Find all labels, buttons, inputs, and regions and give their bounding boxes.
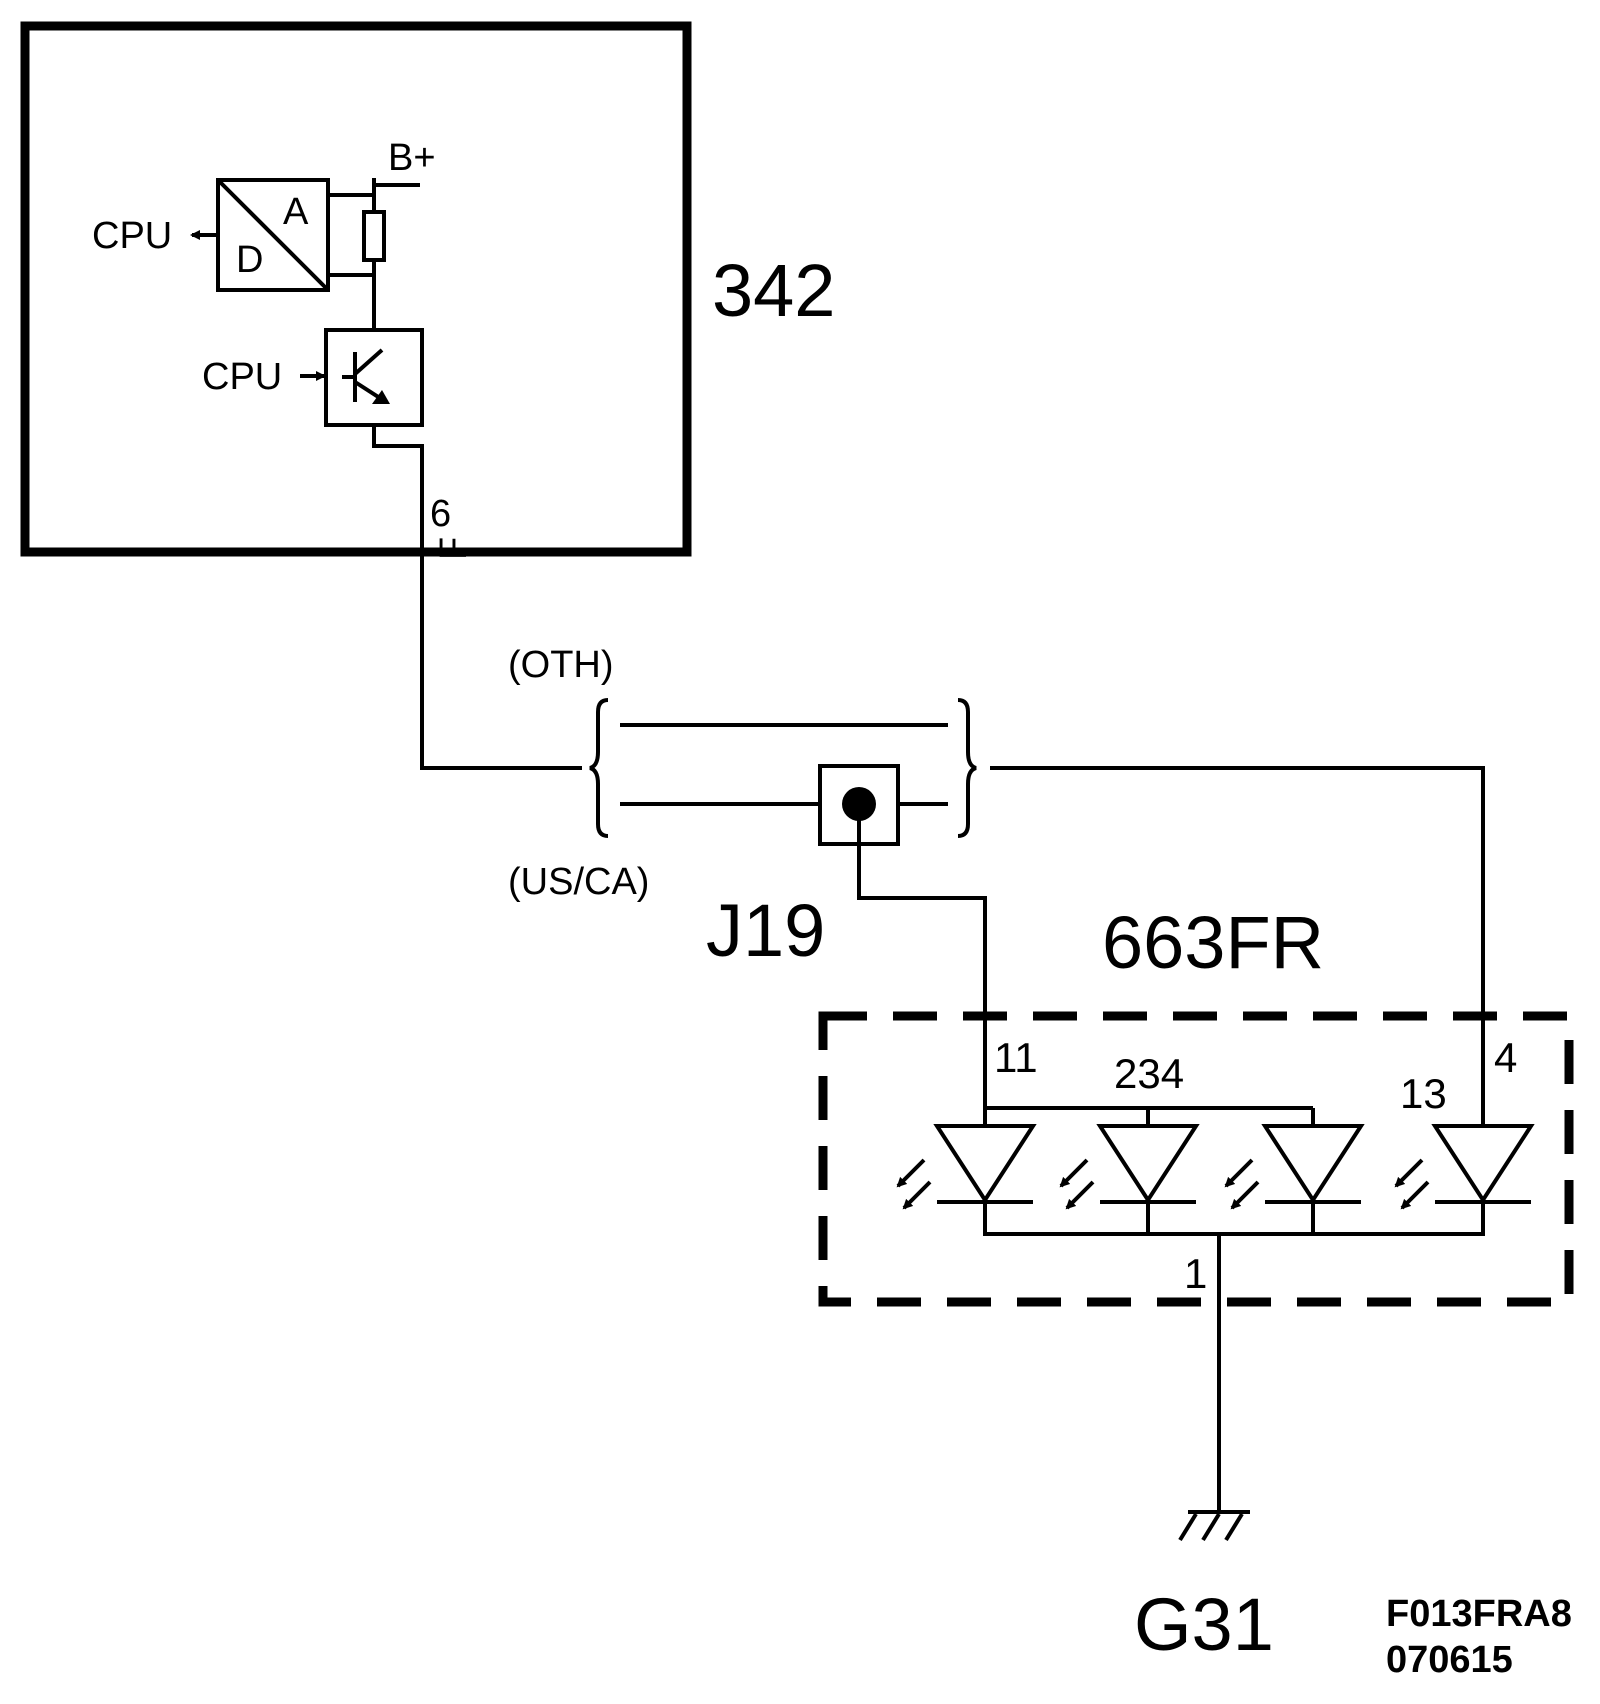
- led-3-icon: [1224, 1124, 1365, 1210]
- adc-d-label: D: [236, 239, 263, 281]
- cathode-bus-wire: [983, 1200, 1485, 1236]
- pin-11-label: 11: [994, 1034, 1038, 1081]
- pin-6-label: 6: [430, 493, 451, 535]
- resistor-symbol: [362, 210, 386, 262]
- b-plus-wire: [372, 178, 420, 212]
- variant-usca-label: (US/CA): [508, 861, 649, 903]
- ground-symbol-icon: [1178, 1510, 1250, 1542]
- anode-bus-wire: [983, 1016, 1315, 1126]
- right-variant-brace: [957, 698, 977, 838]
- led-4-icon: [1394, 1124, 1535, 1210]
- module-342-box: [20, 21, 692, 557]
- adc-a-label: A: [283, 191, 309, 233]
- cpu-in-label: CPU: [202, 356, 282, 398]
- output-wire: [372, 425, 582, 770]
- doc-code-label: F013FRA8: [1386, 1593, 1572, 1635]
- j19-to-pin11-wire: [857, 804, 987, 1016]
- brace-to-pin4-wire: [990, 766, 1485, 1016]
- left-variant-brace: [589, 698, 609, 838]
- module-663fr-box: [818, 1011, 1574, 1307]
- cpu-out-label: CPU: [92, 215, 172, 257]
- pin-4-label: 4: [1494, 1034, 1517, 1081]
- b-plus-label: B+: [388, 137, 436, 179]
- variant-oth-label: (OTH): [508, 644, 614, 686]
- pin-1-label: 1: [1184, 1250, 1207, 1297]
- transistor-symbol: [324, 328, 424, 427]
- ground-g31-label: G31: [1134, 1583, 1274, 1666]
- ad-converter-symbol: [216, 178, 330, 292]
- led-1-icon: [896, 1124, 1037, 1210]
- pin-234-label: 234: [1114, 1050, 1184, 1097]
- junction-j19-label: J19: [706, 889, 825, 972]
- module-663fr-label: 663FR: [1102, 901, 1324, 984]
- pin-13-label: 13: [1400, 1070, 1447, 1117]
- module-342-label: 342: [712, 249, 835, 332]
- led-2-icon: [1059, 1124, 1200, 1210]
- adc-tap-wire: [328, 193, 374, 277]
- wire-color-f-label: F: [433, 537, 475, 560]
- doc-date-label: 070615: [1386, 1639, 1513, 1681]
